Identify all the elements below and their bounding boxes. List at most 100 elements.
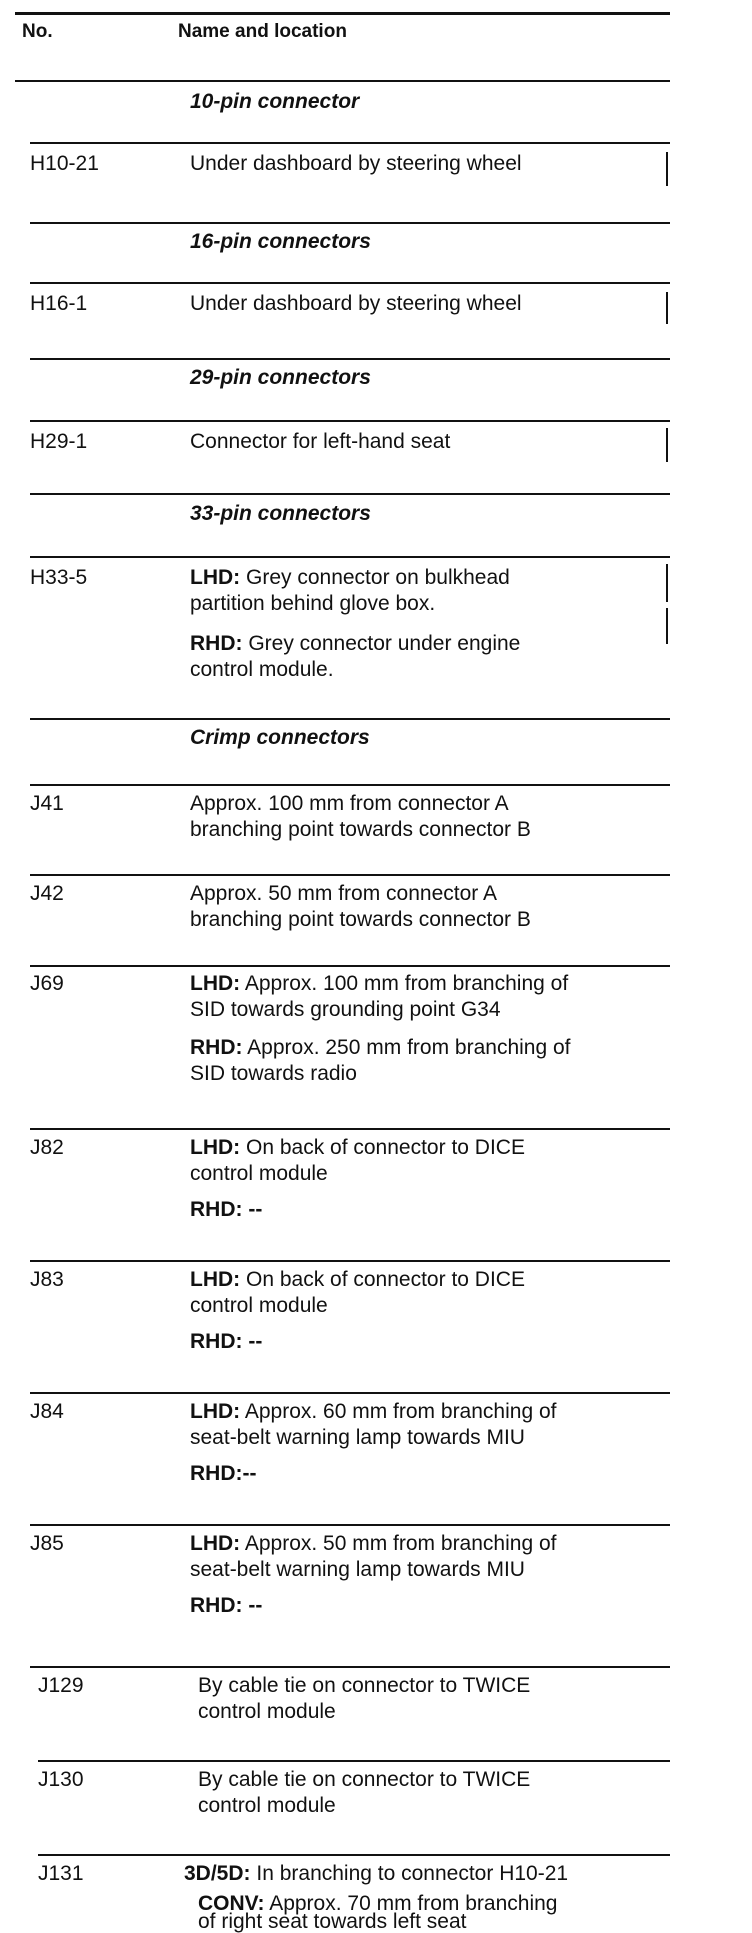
connector-location: Approx. 50 mm from connector A: [190, 882, 497, 905]
connector-location: By cable tie on connector to TWICE: [198, 1674, 531, 1697]
row-rule: [38, 1760, 670, 1762]
connector-number: J129: [38, 1674, 84, 1697]
rhd-tag: RHD:: [190, 1198, 243, 1221]
row-rule: [30, 965, 670, 967]
row-rule: [30, 1392, 670, 1394]
lhd-location-cont: control module: [190, 1294, 328, 1317]
row-rule: [30, 358, 670, 360]
connector-number: H16-1: [30, 292, 88, 315]
connector-location-cont: control module: [198, 1794, 336, 1817]
lhd-text: Approx. 100 mm from branching of: [240, 972, 569, 995]
rhd-location: RHD: Grey connector under engine: [190, 630, 520, 657]
section-heading-16-pin: 16-pin connectors: [190, 230, 371, 253]
header-no: No.: [22, 21, 53, 42]
lhd-location: LHD: Approx. 100 mm from branching of: [190, 970, 568, 997]
lhd-location-cont: seat-belt warning lamp towards MIU: [190, 1558, 525, 1581]
row-rule: [30, 222, 670, 224]
rhd-tag: RHD:: [190, 1036, 243, 1059]
row-rule: [30, 1260, 670, 1262]
section-heading-crimp: Crimp connectors: [190, 726, 370, 749]
lhd-location-cont: control module: [190, 1162, 328, 1185]
margin-mark: [666, 292, 668, 324]
connector-number: H29-1: [30, 430, 88, 453]
lhd-location-cont: SID towards grounding point G34: [190, 998, 501, 1021]
connector-number: J42: [30, 882, 64, 905]
lhd-location-cont: seat-belt warning lamp towards MIU: [190, 1426, 525, 1449]
rhd-location: RHD: --: [190, 1592, 262, 1619]
lhd-text: Approx. 50 mm from branching of: [240, 1532, 557, 1555]
section-heading-10-pin: 10-pin connector: [190, 90, 360, 113]
lhd-location: LHD: Approx. 50 mm from branching of: [190, 1530, 556, 1557]
connector-location: Under dashboard by steering wheel: [190, 152, 522, 175]
connector-number: J82: [30, 1136, 64, 1159]
variant-tag: CONV:: [198, 1892, 265, 1915]
row-rule: [30, 1666, 670, 1668]
connector-number: J41: [30, 792, 64, 815]
section-rule: [30, 556, 670, 558]
lhd-tag: LHD:: [190, 1268, 241, 1291]
header-name-location: Name and location: [178, 21, 347, 42]
margin-mark: [666, 152, 668, 186]
connector-number: H33-5: [30, 566, 88, 589]
lhd-location: LHD: Approx. 60 mm from branching of: [190, 1398, 556, 1425]
connector-location: Approx. 100 mm from connector A: [190, 792, 509, 815]
section-heading-33-pin: 33-pin connectors: [190, 502, 371, 525]
rhd-tag: RHD:: [190, 1594, 243, 1617]
rhd-text: --: [242, 1594, 263, 1617]
connector-location-cont: control module: [198, 1700, 336, 1723]
section-rule: [30, 420, 670, 422]
section-rule: [30, 142, 670, 144]
table-top-rule: [15, 12, 670, 15]
connector-number: J131: [38, 1862, 84, 1885]
connector-number: J85: [30, 1532, 64, 1555]
rhd-location-cont: SID towards radio: [190, 1062, 357, 1085]
rhd-location: RHD: --: [190, 1196, 262, 1223]
connector-location-cont: branching point towards connector B: [190, 908, 531, 931]
connector-location: By cable tie on connector to TWICE: [198, 1768, 531, 1791]
row-rule: [30, 1128, 670, 1130]
connector-number: J130: [38, 1768, 84, 1791]
row-rule: [30, 718, 670, 720]
row-rule: [38, 1854, 670, 1856]
lhd-tag: LHD:: [190, 972, 241, 995]
lhd-text: Approx. 60 mm from branching of: [240, 1400, 557, 1423]
margin-mark: [666, 428, 668, 462]
rhd-text: --: [242, 1330, 263, 1353]
lhd-tag: LHD:: [190, 1136, 241, 1159]
lhd-location-cont: partition behind glove box.: [190, 592, 436, 615]
connector-location: Connector for left-hand seat: [190, 430, 451, 453]
rhd-location: RHD:--: [190, 1460, 256, 1487]
connector-number: H10-21: [30, 152, 99, 175]
lhd-text: On back of connector to DICE: [240, 1268, 525, 1291]
lhd-text: On back of connector to DICE: [240, 1136, 525, 1159]
row-rule: [30, 1524, 670, 1526]
connector-number: J83: [30, 1268, 64, 1291]
lhd-location: LHD: Grey connector on bulkhead: [190, 564, 510, 591]
rhd-text: --: [242, 1198, 263, 1221]
connector-number: J84: [30, 1400, 64, 1423]
margin-mark: [666, 564, 668, 602]
rhd-location: RHD: --: [190, 1328, 262, 1355]
lhd-location: LHD: On back of connector to DICE: [190, 1266, 525, 1293]
row-rule: [30, 874, 670, 876]
lhd-text: Grey connector on bulkhead: [240, 566, 510, 589]
lhd-tag: LHD:: [190, 566, 241, 589]
lhd-tag: LHD:: [190, 1532, 241, 1555]
variant-text: Approx. 70 mm from branching: [264, 1892, 558, 1915]
rhd-tag: RHD:: [190, 632, 243, 655]
rhd-text: Grey connector under engine: [242, 632, 521, 655]
rhd-tag: RHD:: [190, 1330, 243, 1353]
rhd-location-cont: control module.: [190, 658, 334, 681]
section-heading-29-pin: 29-pin connectors: [190, 366, 371, 389]
header-bottom-rule: [15, 80, 670, 82]
rhd-text: :--: [235, 1462, 257, 1485]
lhd-tag: LHD:: [190, 1400, 241, 1423]
connector-number: J69: [30, 972, 64, 995]
rhd-location: RHD: Approx. 250 mm from branching of: [190, 1034, 571, 1061]
margin-mark: [666, 608, 668, 644]
section-rule: [30, 784, 670, 786]
lhd-location: LHD: On back of connector to DICE: [190, 1134, 525, 1161]
variant-text: In branching to connector H10-21: [250, 1862, 569, 1885]
variant-conv-location: CONV: Approx. 70 mm from branching: [198, 1890, 557, 1917]
